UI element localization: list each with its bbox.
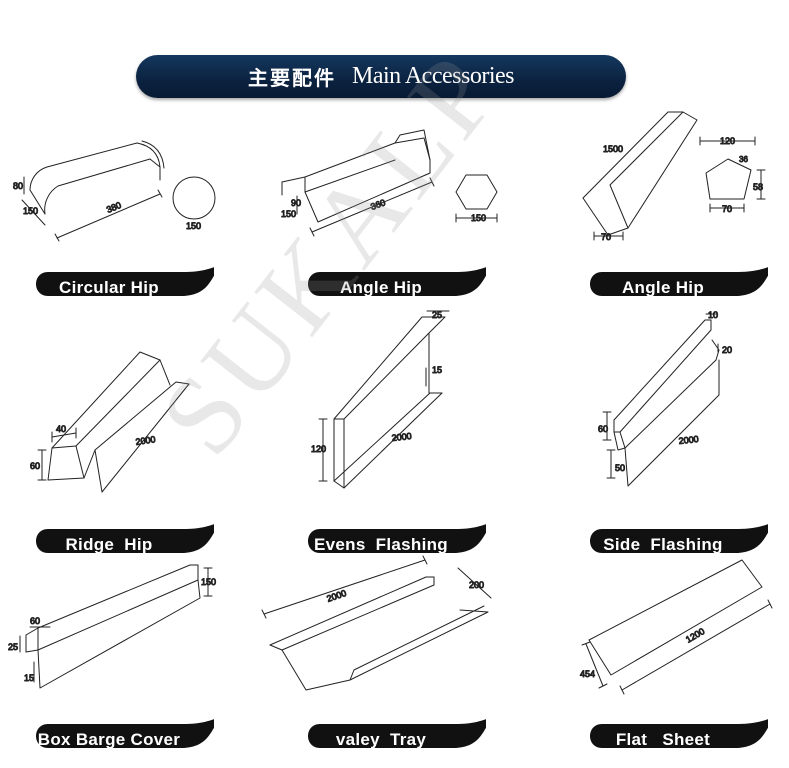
product-name: Evens Flashing: [314, 535, 448, 554]
dim-label: 25: [8, 642, 18, 652]
label-swoosh-shape: [590, 267, 768, 296]
dim-label: 150: [186, 221, 201, 231]
banner-title-cn: 主要配件: [248, 66, 337, 90]
valey-tray-drawing: [261, 555, 492, 691]
dim-label: 360: [369, 197, 387, 212]
circular-hip-drawing: [21, 140, 216, 242]
product-name: Flat Sheet: [615, 730, 711, 749]
dim-label: 380: [105, 200, 123, 215]
dim-label: 1200: [684, 626, 706, 645]
dim-label: 80: [13, 181, 23, 191]
dim-label: 40: [56, 424, 66, 434]
side-flashing-drawing: [602, 313, 720, 487]
banner-title-en: Main Accessories: [352, 63, 514, 89]
product-label: Evens Flashing: [306, 521, 486, 573]
dim-label: 150: [281, 209, 296, 219]
product-label: Ridge Hip: [34, 521, 214, 573]
product-label: Circular Hip: [34, 264, 214, 316]
label-swoosh-shape: [36, 267, 214, 296]
dim-label: 150: [23, 206, 38, 216]
product-name: Angle Hip: [621, 278, 705, 297]
dim-label: 2000: [135, 434, 156, 447]
dim-label: 150: [201, 577, 216, 587]
product-label: Angle Hip: [306, 264, 486, 316]
dim-label: 60: [30, 616, 40, 626]
label-swoosh-shape: [308, 719, 486, 748]
dim-label: 60: [30, 461, 40, 471]
dim-label: 15: [432, 365, 442, 375]
dim-label: 60: [598, 424, 608, 434]
flat-sheet-drawing: [581, 559, 773, 695]
dim-label: 70: [722, 204, 732, 214]
ridge-hip-drawing: [37, 351, 190, 493]
angle-hip-pentagon-drawing: [582, 111, 766, 241]
dim-label: 2000: [678, 434, 699, 446]
dim-label: 50: [615, 463, 625, 473]
product-label: Flat Sheet: [588, 716, 768, 768]
angle-hip-drawing: [281, 129, 498, 237]
dim-label: 2000: [325, 588, 347, 604]
evens-flashing-drawing: [318, 310, 450, 489]
label-swoosh-shape: [36, 719, 214, 748]
label-swoosh-shape: [308, 524, 486, 553]
dim-label: 150: [471, 213, 486, 223]
product-label: Box Barge Cover: [34, 716, 214, 768]
product-name: Angle Hip: [339, 278, 423, 297]
dim-label: 25: [432, 310, 442, 320]
dim-label: 58: [753, 182, 763, 192]
dim-label: 454: [580, 669, 595, 679]
product-name: Circular Hip: [59, 278, 159, 297]
dim-label: 10: [708, 310, 718, 320]
product-name: Ridge Hip: [65, 535, 153, 554]
product-label: Side Flashing: [588, 521, 768, 573]
dim-label: 120: [720, 136, 735, 146]
product-label: valey Tray: [306, 716, 486, 768]
label-swoosh-shape: [590, 524, 768, 553]
box-barge-cover-drawing: [19, 564, 213, 689]
dim-label: 1500: [603, 144, 623, 154]
label-swoosh-shape: [590, 719, 768, 748]
product-name: Side Flashing: [603, 535, 723, 554]
dim-label: 200: [469, 580, 484, 590]
dim-label: 2000: [391, 431, 412, 443]
section-banner: 主要配件 Main Accessories: [136, 55, 626, 98]
product-name: Box Barge Cover: [37, 730, 181, 749]
dim-label: 36: [739, 155, 748, 164]
dim-label: 120: [311, 444, 326, 454]
dim-label: 70: [601, 232, 611, 242]
dim-label: 20: [722, 345, 732, 355]
product-label: Angle Hip: [588, 264, 768, 316]
product-name: valey Tray: [335, 730, 427, 749]
label-swoosh-shape: [36, 524, 214, 553]
dim-label: 15: [24, 673, 34, 683]
label-swoosh-shape: [308, 267, 486, 296]
dim-label: 90: [291, 198, 301, 208]
